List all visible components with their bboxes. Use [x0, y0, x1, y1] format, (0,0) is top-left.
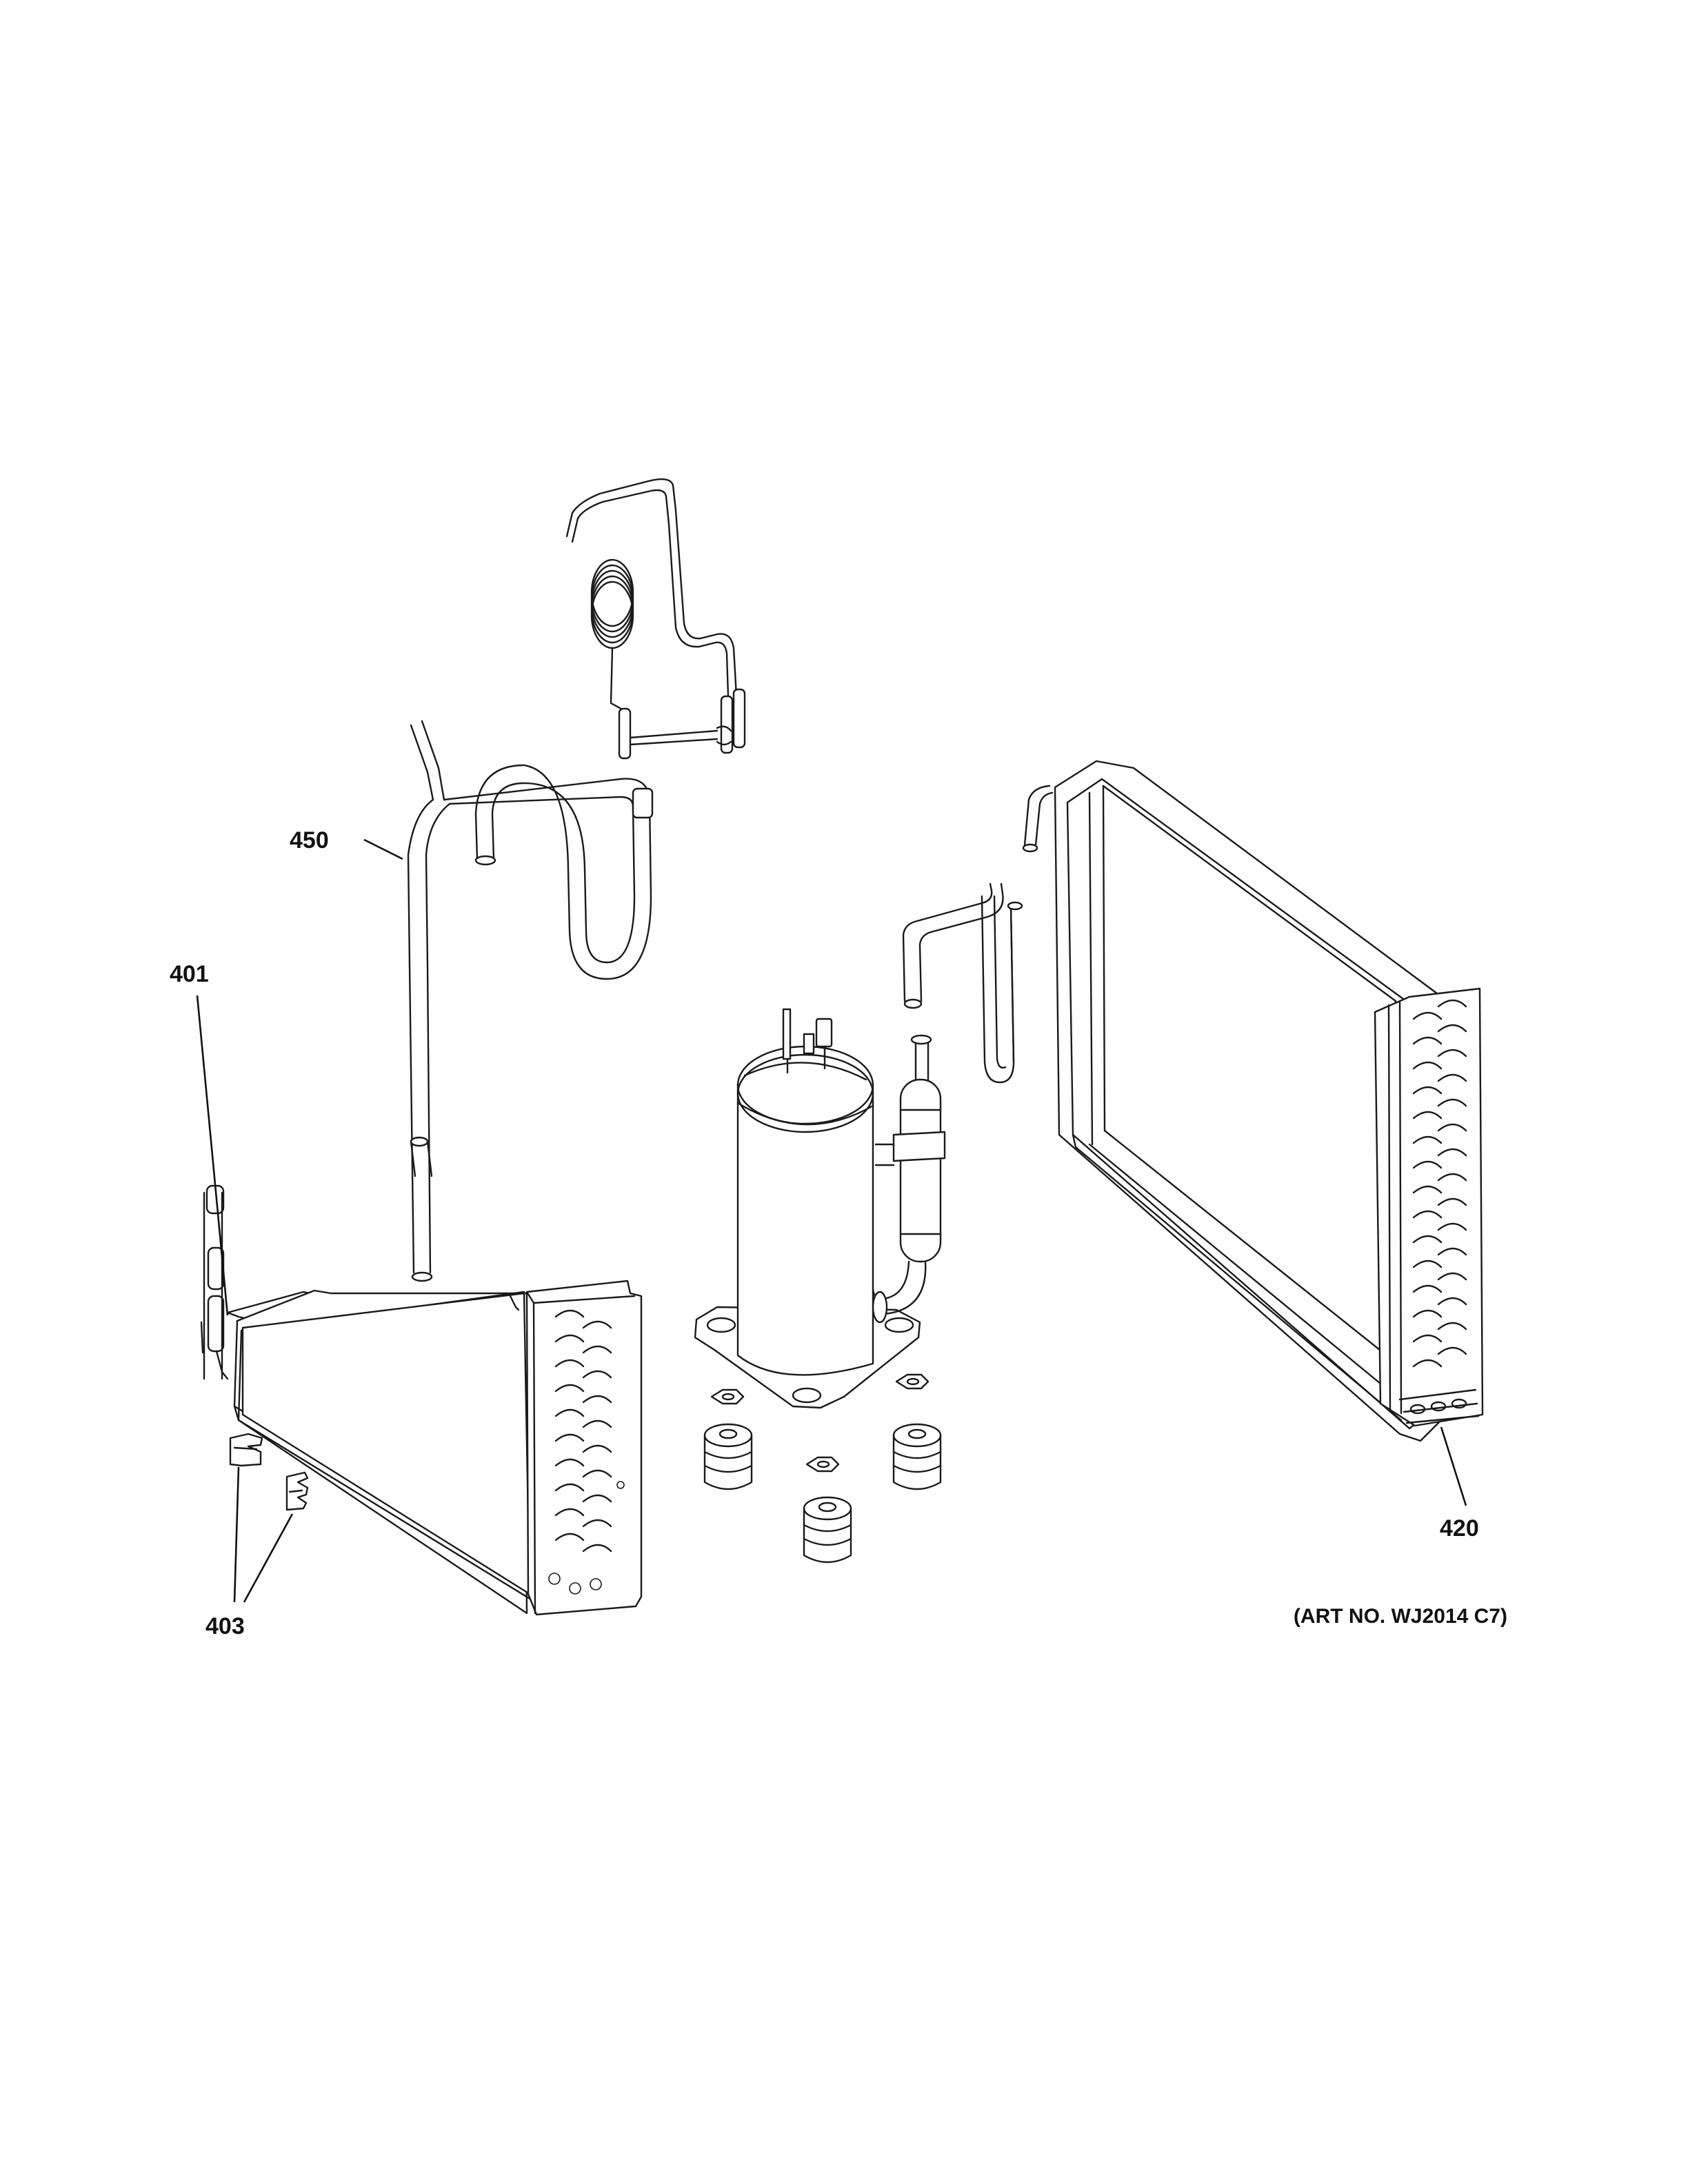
clip-parts — [229, 1433, 309, 1511]
compressor-part — [694, 1008, 946, 1409]
leader-450 — [363, 838, 403, 860]
suction-tube-part — [407, 720, 654, 1282]
callout-401: 401 — [170, 961, 209, 987]
callout-450: 450 — [290, 827, 329, 853]
callout-403: 403 — [205, 1613, 245, 1639]
compressor-mount-hardware — [703, 1373, 942, 1564]
leader-403 — [233, 1466, 294, 1603]
art-number: (ART NO. WJ2014 C7) — [1294, 1605, 1507, 1628]
left-coil-part — [200, 1136, 643, 1616]
leader-401 — [196, 995, 229, 1316]
left-coil-hairpins — [548, 1309, 625, 1595]
right-coil-hairpins — [1398, 999, 1480, 1424]
leader-420 — [1440, 1426, 1467, 1506]
right-coil-part — [902, 760, 1484, 1442]
capillary-tube-assembly — [565, 478, 746, 760]
callout-420: 420 — [1440, 1515, 1479, 1541]
